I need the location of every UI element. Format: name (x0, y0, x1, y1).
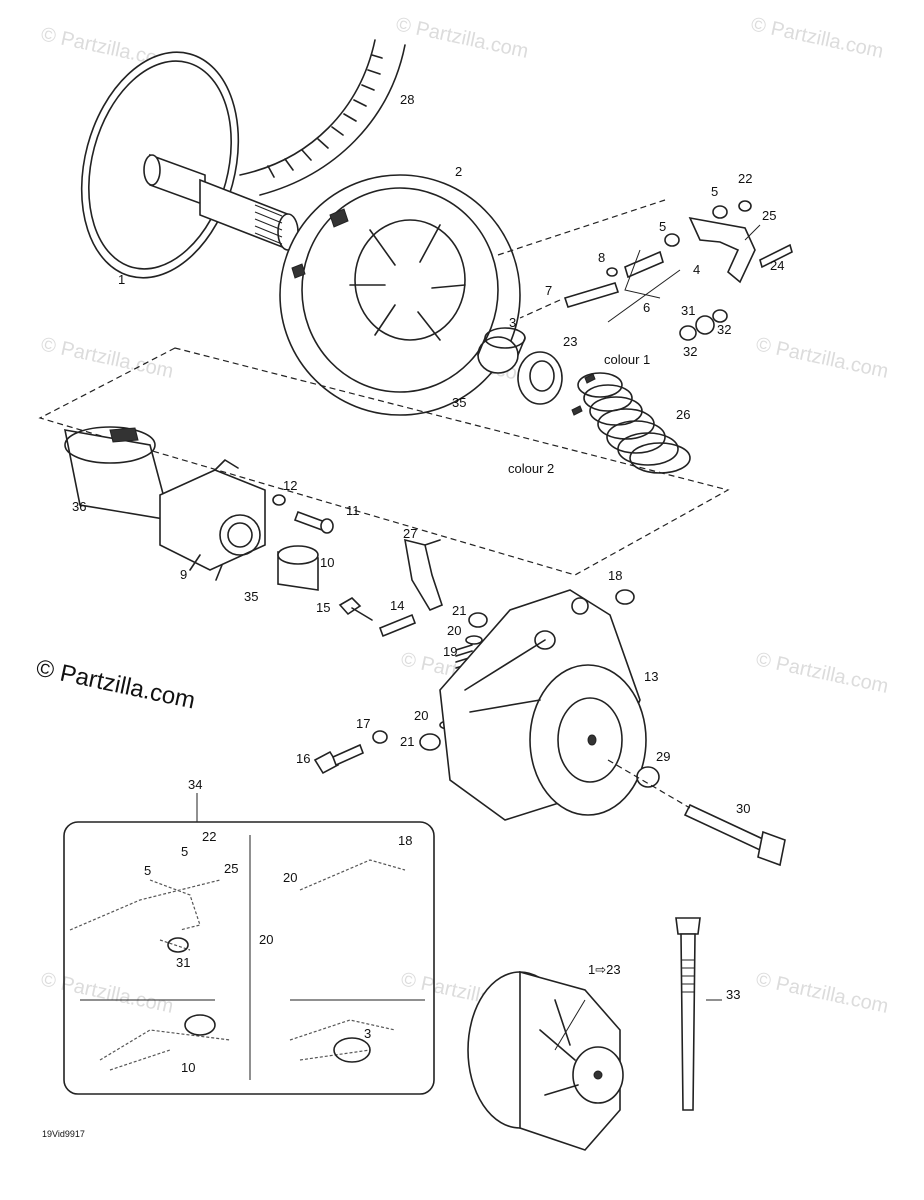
washer-29-part (636, 766, 660, 788)
bolt-axis-line (607, 759, 691, 809)
sliding-sheave-part (279, 174, 521, 416)
callout-c23: 23 (563, 334, 577, 349)
callout-c15: 15 (316, 600, 330, 615)
watermark: © Partzilla.com (394, 13, 530, 63)
callout-k22: 22 (202, 829, 216, 844)
lever-assembly-part (563, 200, 793, 341)
washer-12-part (272, 494, 286, 506)
callout-c10: 10 (320, 555, 334, 570)
callout-k20a: 20 (283, 870, 297, 885)
callout-c9: 9 (180, 567, 187, 582)
callout-c28: 28 (400, 92, 414, 107)
callout-c19: 19 (443, 644, 457, 659)
callout-c31: 31 (681, 303, 695, 318)
drawing-code: 19Vid9917 (42, 1129, 85, 1139)
partzilla-brand-label: © Partzilla.com (34, 654, 198, 714)
callout-k10: 10 (181, 1060, 195, 1075)
spring-part (571, 372, 691, 474)
cover-part (63, 426, 172, 521)
callout-c20b: 20 (414, 708, 428, 723)
callout-c26: 26 (676, 407, 690, 422)
callout-k18: 18 (398, 833, 412, 848)
pin-14-part (378, 613, 417, 638)
bolt-16-part (313, 730, 388, 775)
bushing-10-part (277, 545, 319, 591)
callout-c32a: 32 (717, 322, 731, 337)
callout-colour2: colour 2 (508, 461, 554, 476)
callout-c17: 17 (356, 716, 370, 731)
callout-colour1: colour 1 (604, 352, 650, 367)
bolt-30-part (683, 803, 786, 867)
ramp-27-part (403, 538, 443, 612)
callout-c3: 3 (509, 315, 516, 330)
callout-c34: 34 (188, 777, 202, 792)
fixed-sheave-part (80, 51, 299, 279)
callout-k20b: 20 (259, 932, 273, 947)
watermark: © Partzilla.com (39, 968, 175, 1018)
callout-k25: 25 (224, 861, 238, 876)
washer-part (517, 351, 563, 405)
callout-c24: 24 (770, 258, 784, 273)
watermark: © Partzilla.com (754, 648, 890, 698)
callout-c18: 18 (608, 568, 622, 583)
callout-c1: 1 (118, 272, 125, 287)
callout-k5a: 5 (181, 844, 188, 859)
callout-k31: 31 (176, 955, 190, 970)
complete-clutch-part (467, 970, 624, 1151)
callout-c32b: 32 (683, 344, 697, 359)
callout-c8: 8 (598, 250, 605, 265)
spring-group-outline (38, 347, 730, 576)
screw-15-part (338, 596, 373, 621)
callout-c13: 13 (644, 669, 658, 684)
long-bolt-33-part (675, 917, 701, 1111)
callout-c5a: 5 (711, 184, 718, 199)
drive-belt-part (239, 39, 406, 196)
kit-box (63, 821, 435, 1095)
watermark: © Partzilla.com (754, 333, 890, 383)
leader-lines (554, 249, 722, 1051)
callout-c16: 16 (296, 751, 310, 766)
callout-c27: 27 (403, 526, 417, 541)
callout-c6: 6 (643, 300, 650, 315)
governor-housing-part (439, 589, 647, 821)
callout-c25: 25 (762, 208, 776, 223)
callout-c29: 29 (656, 749, 670, 764)
callout-c14: 14 (390, 598, 404, 613)
watermark: © Partzilla.com (754, 968, 890, 1018)
callout-c21b: 21 (400, 734, 414, 749)
callout-c12: 12 (283, 478, 297, 493)
callout-c2: 2 (455, 164, 462, 179)
callout-k5b: 5 (144, 863, 151, 878)
hub-part (159, 459, 266, 581)
callout-c7: 7 (545, 283, 552, 298)
callout-k3: 3 (364, 1026, 371, 1041)
callout-c21a: 21 (452, 603, 466, 618)
callout-c1to23: 1⇨23 (588, 962, 621, 977)
callout-c35b: 35 (244, 589, 258, 604)
callout-c36: 36 (72, 499, 86, 514)
bushing-part (477, 327, 526, 374)
callout-c11: 11 (346, 503, 360, 518)
screw-11-part (293, 510, 334, 534)
callout-c22: 22 (738, 171, 752, 186)
nut-18-part (615, 589, 635, 605)
callout-c30: 30 (736, 801, 750, 816)
callout-c33: 33 (726, 987, 740, 1002)
callout-c5b: 5 (659, 219, 666, 234)
callout-c35a: 35 (452, 395, 466, 410)
callout-c20a: 20 (447, 623, 461, 638)
callout-c4: 4 (693, 262, 700, 277)
watermark: © Partzilla.com (749, 13, 885, 63)
